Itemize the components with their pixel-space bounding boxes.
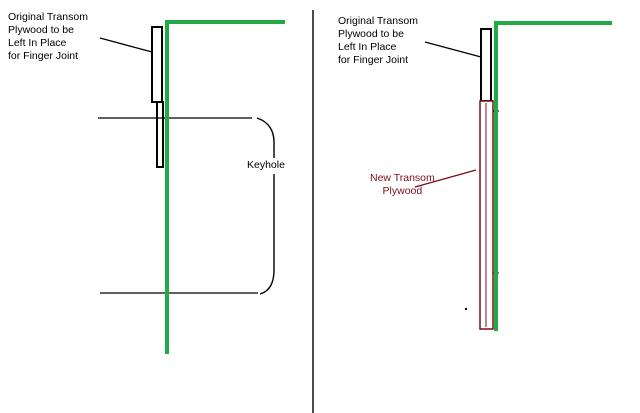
new-plywood-leader <box>414 169 477 188</box>
right-original-label-line-3: Left In Place <box>338 41 397 53</box>
keyhole-label: Keyhole <box>247 159 285 171</box>
left-original-plywood <box>151 26 163 103</box>
left-original-leader <box>99 37 153 53</box>
stray-dot <box>464 307 468 311</box>
left-lower-plywood <box>156 101 164 168</box>
right-original-label-line-1: Original Transom <box>338 15 418 27</box>
right-original-label-line-2: Plywood to be <box>338 28 404 40</box>
new-transom-label: New Transom Plywood <box>370 172 435 198</box>
new-transom-label-line-2: Plywood <box>382 185 423 197</box>
left-original-label: Original Transom Plywood to be Left In P… <box>8 11 88 63</box>
left-original-label-line-4: for Finger Joint <box>8 50 79 62</box>
left-original-label-line-2: Plywood to be <box>8 24 74 36</box>
keyhole-brace <box>256 117 275 295</box>
right-original-leader <box>424 41 482 58</box>
right-original-label: Original Transom Plywood to be Left In P… <box>338 15 418 67</box>
new-transom-label-line-1: New Transom <box>370 172 435 184</box>
left-original-label-line-3: Left In Place <box>8 37 67 49</box>
left-original-label-line-1: Original Transom <box>8 11 88 23</box>
right-original-label-line-4: for Finger Joint <box>338 54 409 66</box>
right-original-plywood <box>480 28 492 102</box>
